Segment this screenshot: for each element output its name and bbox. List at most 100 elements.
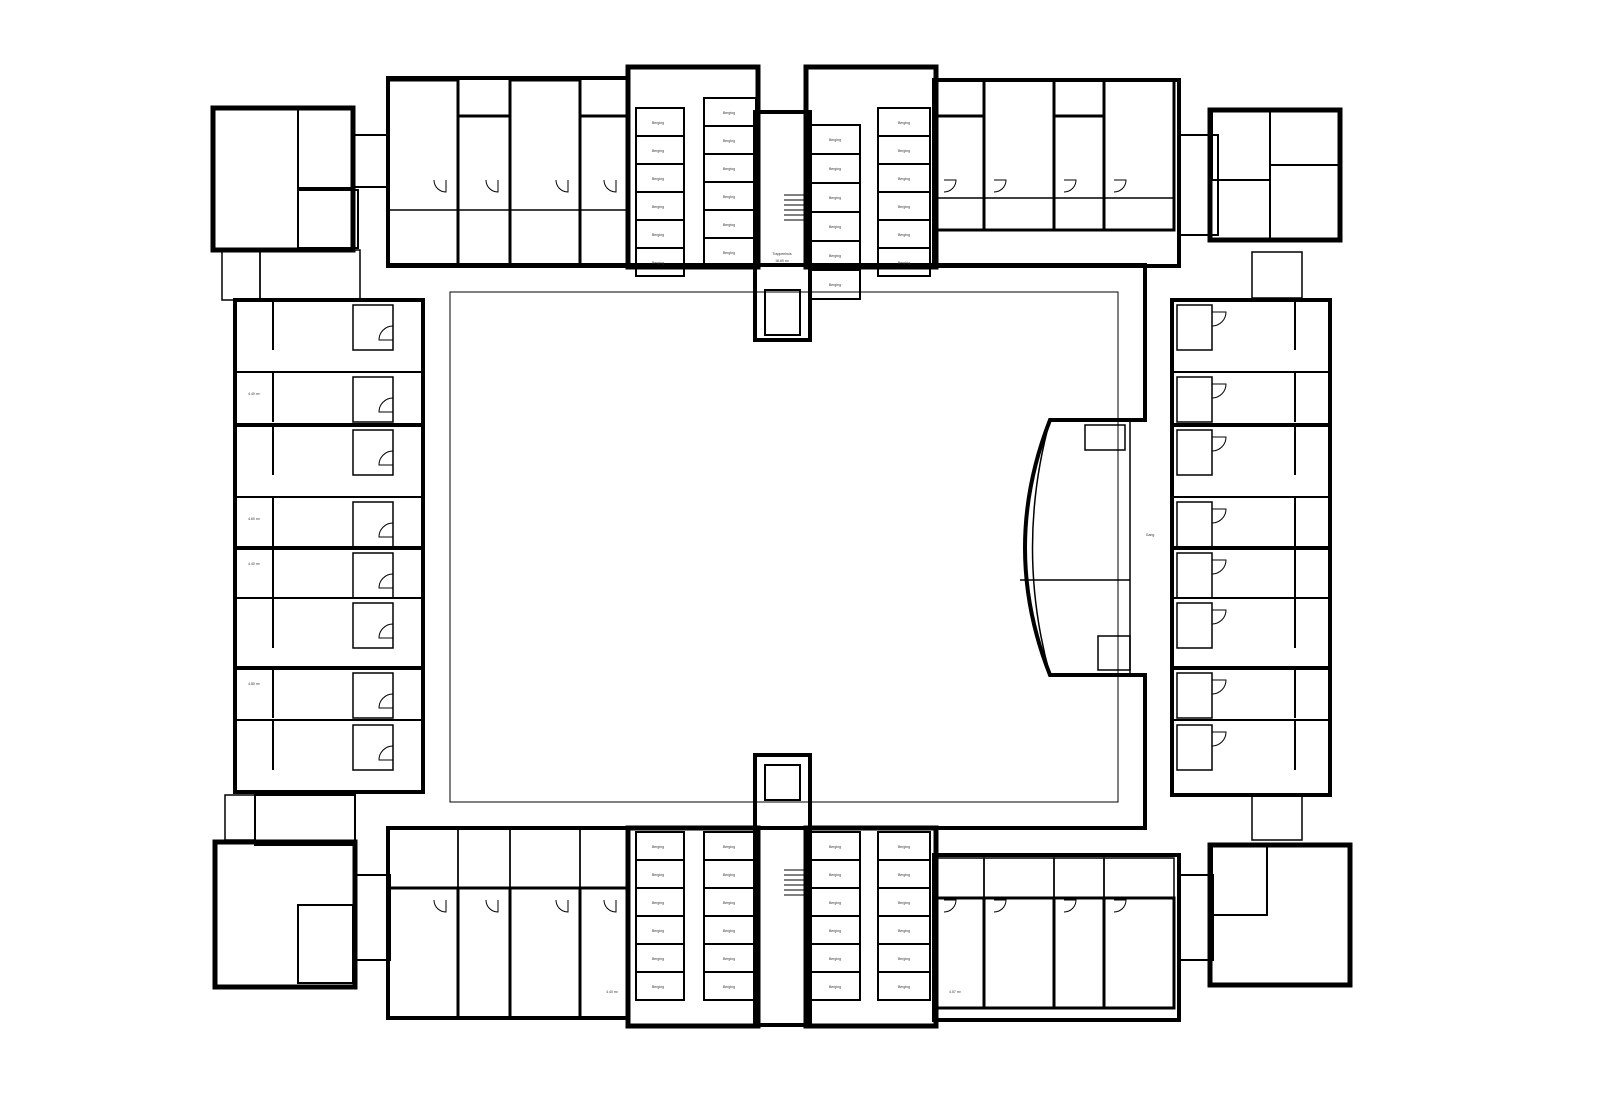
room-label: Berging: [652, 261, 664, 265]
door-swing: [378, 623, 394, 639]
door-swing: [1211, 436, 1227, 452]
room-label: Berging: [898, 205, 910, 209]
stair-label: Trappenhuis: [772, 252, 792, 256]
room-label: Berging: [652, 929, 664, 933]
bathroom: [1176, 602, 1213, 649]
bathroom: [352, 602, 394, 649]
door-swing: [1211, 508, 1227, 524]
door-swing: [433, 179, 447, 193]
top-wing-east: [932, 78, 1181, 268]
room-label: Berging: [723, 957, 735, 961]
bathroom: [509, 209, 581, 267]
bathroom: [352, 429, 394, 476]
room-label: Berging: [829, 985, 841, 989]
bathroom: [933, 197, 985, 231]
room-label: Berging: [723, 139, 735, 143]
storage-room: [635, 247, 685, 277]
bathroom: [1176, 376, 1213, 423]
apartment: [508, 78, 582, 268]
entrance-hall: [1020, 419, 1131, 676]
door-swing: [378, 573, 394, 589]
room: [1211, 109, 1271, 181]
corner-apartment-ne: [1207, 107, 1343, 243]
entrance-closet: [1084, 424, 1126, 451]
door-swing: [1063, 179, 1077, 193]
door-swing: [603, 899, 617, 913]
room-label: Berging: [829, 138, 841, 142]
room: [352, 134, 389, 188]
bathroom: [579, 827, 629, 889]
room-label: Berging: [723, 111, 735, 115]
balcony: [224, 794, 256, 841]
room-label: Berging: [723, 167, 735, 171]
storage-area: 4.40 m²: [248, 392, 261, 396]
room-label: Berging: [829, 957, 841, 961]
bathroom: [352, 501, 394, 548]
door-swing: [1211, 679, 1227, 695]
room: [254, 794, 356, 846]
door-swing: [603, 179, 617, 193]
room-label: Berging: [829, 873, 841, 877]
bathroom: [387, 209, 459, 267]
storage-area: 4.40 m²: [606, 990, 619, 994]
bathroom: [457, 209, 511, 267]
room-label: Berging: [829, 196, 841, 200]
storage-room: [809, 971, 861, 1001]
stair-core-north: [753, 110, 812, 342]
shaft: [764, 764, 801, 801]
corner-apartment-nw: [210, 105, 356, 253]
room-label: Berging: [723, 195, 735, 199]
room-label: Berging: [829, 845, 841, 849]
room-label: Berging: [898, 261, 910, 265]
balcony: [1251, 794, 1303, 841]
storage-room: [809, 269, 861, 300]
room-label: Berging: [723, 251, 735, 255]
bathroom: [1103, 197, 1175, 231]
room-label: Berging: [723, 901, 735, 905]
bathroom: [1053, 197, 1105, 231]
bathroom: [387, 827, 459, 889]
bathroom: [1176, 672, 1213, 719]
door-swing: [378, 397, 394, 413]
apartment: [386, 78, 460, 268]
bathroom: [352, 724, 394, 771]
storage-area: 4.80 m²: [248, 682, 261, 686]
door-swing: [485, 179, 499, 193]
room-label: Berging: [652, 121, 664, 125]
courtyard-outline: [449, 291, 1119, 803]
apartment: [982, 78, 1056, 232]
room-label: Berging: [652, 177, 664, 181]
room-label: Berging: [829, 254, 841, 258]
bathroom: [352, 376, 394, 423]
room-label: Berging: [652, 873, 664, 877]
door-swing: [993, 899, 1007, 913]
room-label: Berging: [652, 985, 664, 989]
door-swing: [943, 899, 957, 913]
room-label: Berging: [829, 901, 841, 905]
bathroom: [983, 197, 1055, 231]
apartment: [456, 114, 512, 268]
room-label: Berging: [652, 233, 664, 237]
apartment: [578, 114, 630, 268]
bathroom: [352, 304, 394, 351]
corner-apartment-sw: [212, 839, 358, 990]
bathroom: [352, 672, 394, 719]
door-swing: [555, 179, 569, 193]
door-swing: [1113, 899, 1127, 913]
room: [297, 107, 354, 189]
stair-area: 18.60 m²: [775, 259, 790, 263]
entrance-closet: [1097, 635, 1131, 671]
apartment: [386, 886, 460, 1020]
doors: [378, 179, 1227, 913]
interior-partitions: [221, 97, 1341, 1001]
storage-block-se: [803, 825, 939, 1029]
room-label: Berging: [898, 177, 910, 181]
room-label: Berging: [829, 167, 841, 171]
apartment: [1102, 896, 1176, 1010]
bottom-wing-west: [386, 826, 630, 1020]
room-label: Berging: [723, 985, 735, 989]
door-swing: [378, 693, 394, 709]
bathroom: [579, 209, 629, 267]
door-swing: [378, 522, 394, 538]
apartment: [1052, 896, 1106, 1010]
